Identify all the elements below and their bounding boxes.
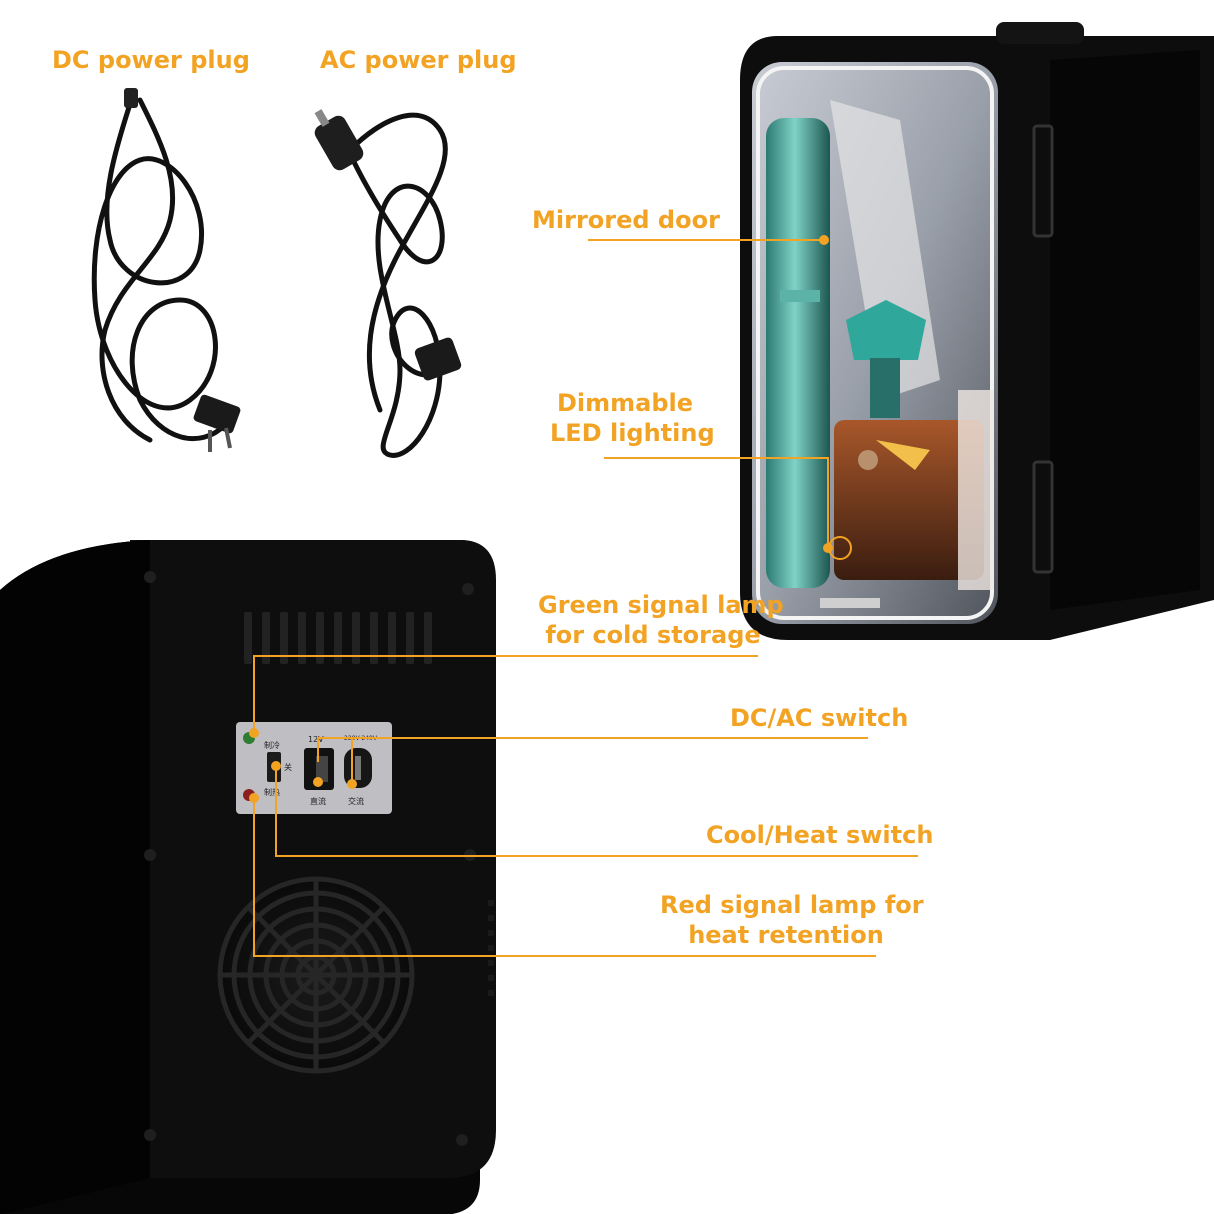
dimmable-led-label: Dimmable LED lighting: [550, 388, 715, 448]
ac-power-plug-label: AC power plug: [320, 46, 517, 74]
panel-12v-text: 12V: [308, 735, 324, 744]
panel-heat-text: 制热: [264, 787, 280, 797]
mirrored-door-label: Mirrored door: [532, 206, 720, 234]
red-lamp-label-line-1: Red signal lamp for: [660, 891, 924, 919]
dimmable-led-label-line-2: LED lighting: [550, 419, 715, 447]
red-lamp-label-line-2: heat retention: [688, 921, 884, 949]
car-plug-icon: [314, 115, 364, 171]
panel-off-text: 关: [284, 762, 292, 772]
green-lamp-label-line-2: for cold storage: [545, 621, 761, 649]
panel-cool-text: 制冷: [264, 740, 280, 750]
leader-lines: [249, 235, 918, 957]
ac-power-cord-icon: [337, 112, 458, 458]
dimmable-led-label-line-1: Dimmable: [556, 389, 694, 417]
green-lamp-label: Green signal lamp for cold storage: [538, 590, 784, 650]
iec-connector-icon: [414, 337, 462, 381]
mini-fridge-front-icon: [740, 22, 1214, 640]
dc-ac-switch-icon: [316, 756, 328, 782]
mini-fridge-back-icon: 制冷 关 制热 12V 220V-240V 直流 交流: [0, 540, 496, 1214]
red-lamp-label: Red signal lamp for heat retention: [660, 890, 924, 950]
panel-ac-text: 交流: [348, 796, 364, 806]
panel-dc-text: 直流: [310, 796, 326, 806]
fan-grille-icon: [217, 876, 415, 1074]
dc-ac-switch-label: DC/AC switch: [730, 704, 909, 732]
ac-prongs-icon: [193, 394, 241, 434]
dc-power-cord-icon: [91, 95, 228, 443]
green-lamp-label-line-1: Green signal lamp: [538, 591, 784, 619]
vent-slits-icon: [244, 612, 432, 664]
dc-power-plug-label: DC power plug: [52, 46, 250, 74]
dc-plug-tip-icon: [124, 88, 138, 108]
cool-heat-switch-label: Cool/Heat switch: [706, 821, 934, 849]
